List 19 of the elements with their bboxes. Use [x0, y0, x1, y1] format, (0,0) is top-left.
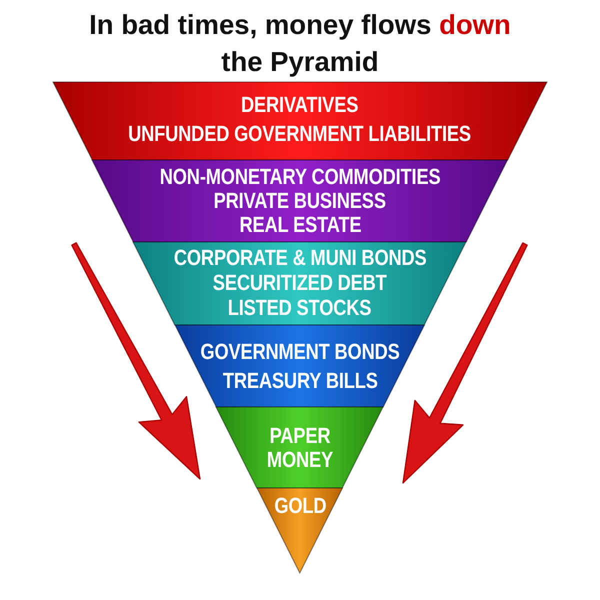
tier-label: GOVERNMENT BONDS	[200, 340, 400, 364]
tier-label: PAPER MONEY	[266, 424, 334, 472]
tier-label: LISTED STOCKS	[228, 296, 372, 320]
tier-label: PRIVATE BUSINESS	[214, 189, 386, 213]
diagram-title: In bad times, money flows down the Pyramid	[88, 8, 512, 79]
tier-label: REAL ESTATE	[239, 213, 361, 237]
tier-label: DERIVATIVES	[241, 93, 359, 117]
pyramid-band	[133, 242, 466, 325]
tier-label: GOLD	[274, 494, 326, 518]
tier-label: TREASURY BILLS	[222, 369, 378, 393]
tier-label: NON-MONETARY COMMODITIES	[160, 165, 440, 189]
pyramid-band	[53, 82, 547, 160]
pyramid-band	[216, 407, 384, 488]
tier-label: SECURITIZED DEBT	[213, 271, 387, 295]
pyramid-band	[92, 160, 508, 242]
pyramid-band	[175, 325, 425, 407]
pyramid-band	[257, 488, 343, 573]
tier-label: CORPORATE & MUNI BONDS	[174, 246, 426, 270]
tier-label: UNFUNDED GOVERNMENT LIABILITIES	[128, 122, 472, 146]
